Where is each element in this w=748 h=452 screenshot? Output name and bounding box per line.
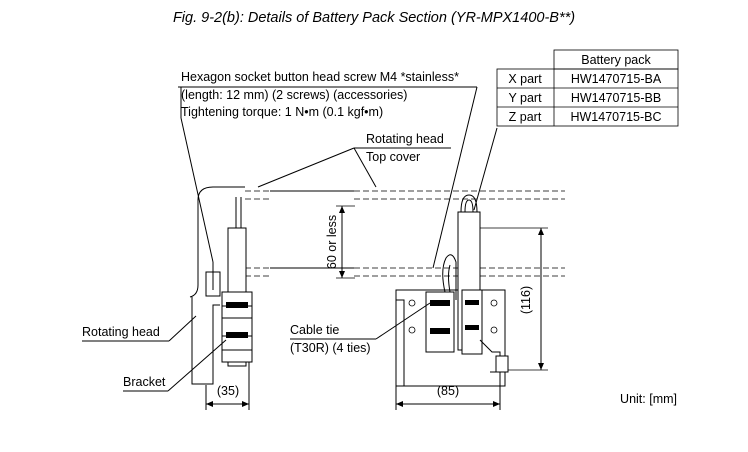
dimension-60: 60 or less: [325, 205, 355, 279]
screw-note-line1: Hexagon socket button head screw M4 *sta…: [181, 70, 459, 84]
table-part-x: X part: [508, 72, 542, 86]
label-top-cover: Top cover: [366, 150, 420, 164]
table-code-z: HW1470715-BC: [570, 110, 661, 124]
table-part-z: Z part: [509, 110, 542, 124]
table-header: Battery pack: [581, 53, 651, 67]
label-rotating-head-left: Rotating head: [82, 325, 160, 339]
dimension-85: (85): [396, 384, 500, 407]
dimension-116: (116): [480, 227, 548, 371]
dim-85-label: (85): [437, 384, 459, 398]
right-assembly: [395, 194, 509, 410]
battery-pack-table: Battery pack X part HW1470715-BA Y part …: [496, 49, 679, 127]
screw-note-line3: Tightening torque: 1 N•m (0.1 kgf•m): [181, 105, 383, 119]
label-bracket: Bracket: [123, 375, 166, 389]
table-code-y: HW1470715-BB: [571, 91, 661, 105]
dimension-35: (35): [206, 384, 249, 407]
dim-35-label: (35): [217, 384, 239, 398]
label-cable-tie-1: Cable tie: [290, 323, 339, 337]
figure-title: Fig. 9-2(b): Details of Battery Pack Sec…: [173, 10, 575, 26]
screw-note: Hexagon socket button head screw M4 *sta…: [178, 70, 498, 269]
dim-116-label: (116): [519, 286, 533, 314]
top-cover-lines: [245, 190, 565, 277]
left-assembly: [189, 186, 253, 410]
table-code-x: HW1470715-BA: [571, 72, 662, 86]
label-rotating-head-top: Rotating head: [366, 132, 444, 146]
dim-60-label: 60 or less: [325, 215, 339, 269]
label-cable-tie-2: (T30R) (4 ties): [290, 341, 371, 355]
screw-note-line2: (length: 12 mm) (2 screws) (accessories): [181, 88, 407, 102]
unit-label: Unit: [mm]: [620, 392, 677, 406]
table-part-y: Y part: [508, 91, 542, 105]
